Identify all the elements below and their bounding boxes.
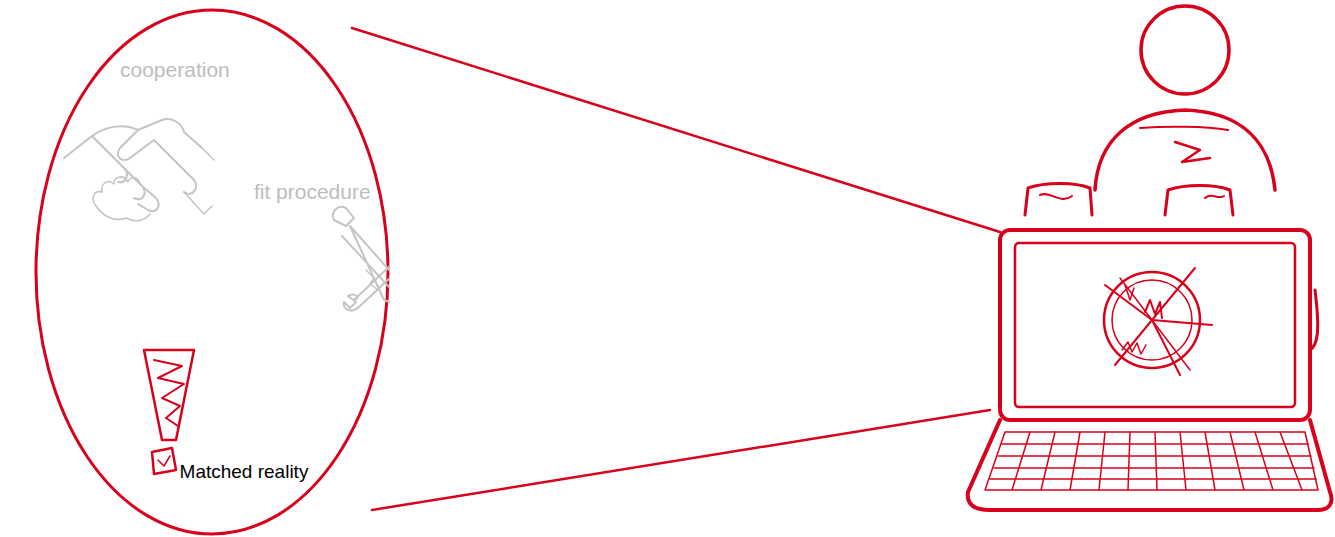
magnifier-node: cooperation fit procedureMatched reality	[34, 8, 390, 536]
person-head	[1141, 6, 1229, 94]
exclamation-icon	[144, 350, 194, 440]
icon-caption: cooperation	[120, 58, 230, 82]
handshake-icon	[64, 119, 202, 158]
pie-chart	[1104, 268, 1212, 375]
zoom-line	[372, 410, 990, 510]
person-hand	[1025, 184, 1092, 216]
icon-caption: fit procedure	[254, 180, 371, 204]
person-hand	[1165, 186, 1233, 216]
icon-caption: Matched reality	[180, 461, 309, 483]
zoom-line	[352, 28, 1000, 232]
laptop-screen	[1000, 230, 1310, 420]
laptop-keyboard	[985, 432, 1318, 490]
laptop-base	[968, 420, 1332, 510]
magnifier-circle	[34, 8, 390, 536]
person-body	[1095, 110, 1275, 190]
